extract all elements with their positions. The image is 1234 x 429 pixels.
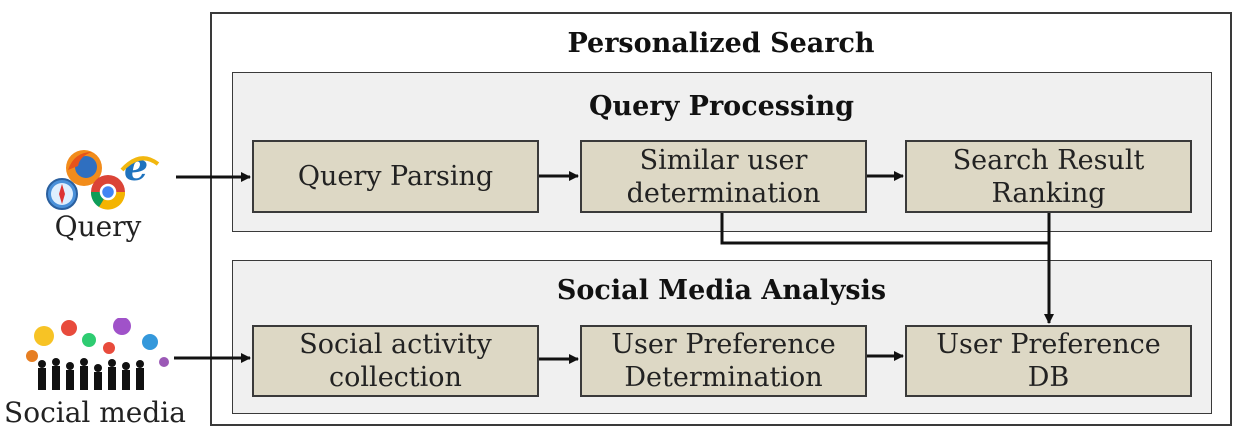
social-media-label: Social media [4, 396, 186, 429]
query-parsing-box: Query Parsing [252, 140, 539, 213]
user-preference-determination-box: User Preference Determination [580, 325, 867, 397]
personalized-search-title: Personalized Search [567, 28, 875, 59]
social-activity-collection-box: Social activity collection [252, 325, 539, 397]
query-input-group: e Query [28, 140, 168, 250]
arrow-similar-to-db [720, 213, 1049, 245]
social-media-analysis-title: Social Media Analysis [556, 275, 887, 306]
similar-user-determination-box: Similar user determination [580, 140, 867, 213]
browser-logos-icon: e [46, 144, 160, 210]
query-label: Query [54, 210, 142, 243]
search-result-ranking-box: Search Result Ranking [905, 140, 1192, 213]
query-processing-title: Query Processing [589, 91, 854, 122]
user-preference-db-box: User Preference DB [905, 325, 1192, 397]
social-crowd-icon [26, 318, 169, 390]
social-input-group: Social media [0, 318, 190, 429]
